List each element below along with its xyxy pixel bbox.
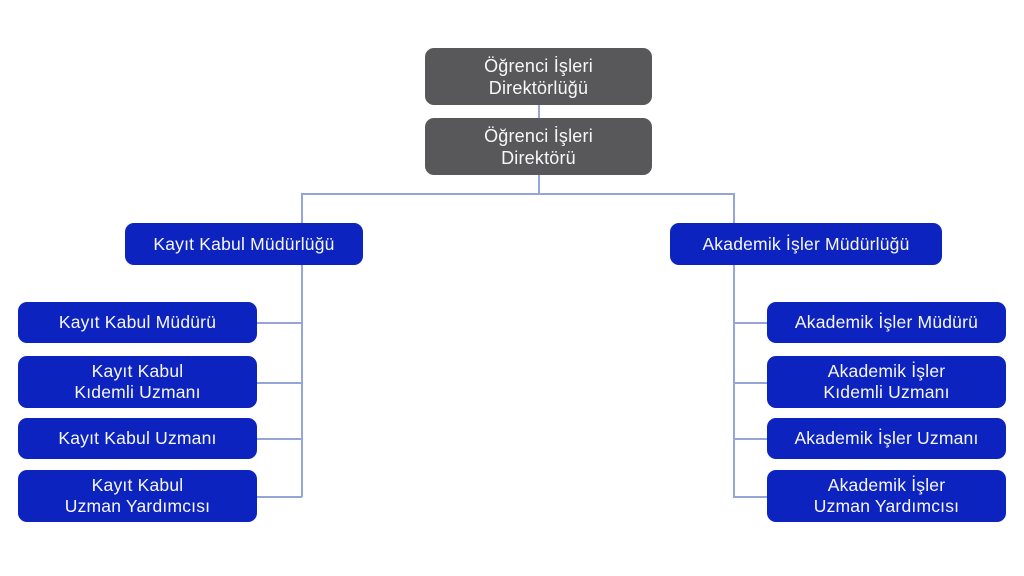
connector-root-to-director [538, 105, 540, 118]
connector-right-child-3-stub [733, 438, 768, 440]
org-node-akademik-isler-muduru: Akademik İşler Müdürü [767, 302, 1006, 343]
connector-main-horizontal [301, 193, 734, 195]
org-node-directorate: Öğrenci İşleri Direktörlüğü [425, 48, 652, 105]
connector-left-child-4-stub [257, 496, 302, 498]
connector-director-drop [538, 175, 540, 193]
connector-left-branch-vertical [301, 193, 303, 497]
org-node-kayit-kabul-uzmani: Kayıt Kabul Uzmanı [18, 418, 257, 459]
org-node-kayit-kabul-kidemli-uzmani: Kayıt Kabul Kıdemli Uzmanı [18, 356, 257, 408]
connector-left-child-1-stub [257, 322, 302, 324]
org-node-branch-akademik-isler: Akademik İşler Müdürlüğü [670, 223, 942, 265]
connector-right-branch-vertical [733, 193, 735, 497]
org-node-kayit-kabul-uzman-yardimcisi: Kayıt Kabul Uzman Yardımcısı [18, 470, 257, 522]
org-node-akademik-isler-uzmani: Akademik İşler Uzmanı [767, 418, 1006, 459]
connector-right-child-2-stub [733, 382, 768, 384]
org-node-akademik-isler-uzman-yardimcisi: Akademik İşler Uzman Yardımcısı [767, 470, 1006, 522]
org-node-akademik-isler-kidemli-uzmani: Akademik İşler Kıdemli Uzmanı [767, 356, 1006, 408]
org-node-director: Öğrenci İşleri Direktörü [425, 118, 652, 175]
connector-left-child-2-stub [257, 382, 302, 384]
org-node-branch-kayit-kabul: Kayıt Kabul Müdürlüğü [125, 223, 363, 265]
connector-right-child-1-stub [733, 322, 768, 324]
org-node-kayit-kabul-muduru: Kayıt Kabul Müdürü [18, 302, 257, 343]
connector-right-child-4-stub [733, 496, 768, 498]
connector-left-child-3-stub [257, 438, 302, 440]
